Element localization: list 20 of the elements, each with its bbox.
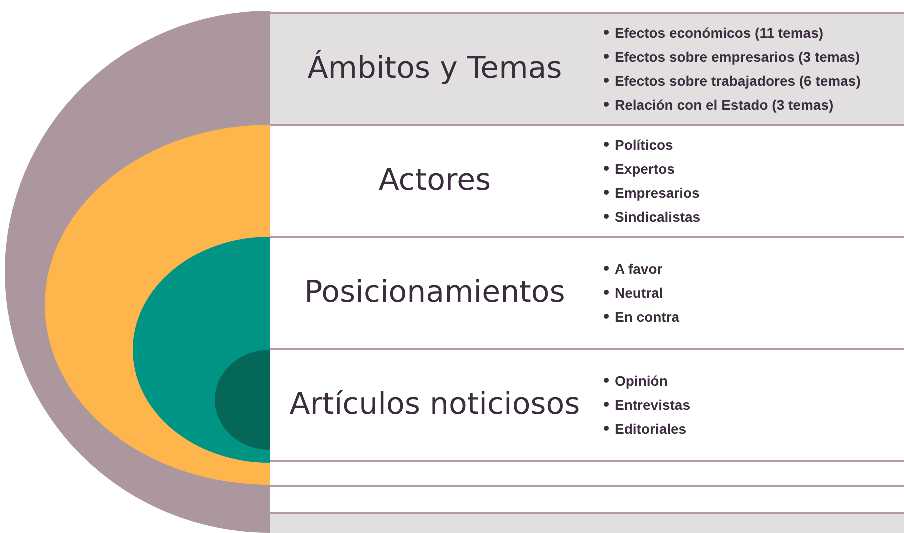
bullet-item: Sindicalistas (615, 209, 701, 225)
bullet-item: Políticos (615, 137, 674, 153)
bullet-item: Editoriales (615, 421, 687, 437)
bullet-item: A favor (615, 261, 663, 277)
bullet-item: Entrevistas (615, 397, 690, 413)
row-heading: Posicionamientos (304, 274, 566, 312)
bullet-item: Efectos económicos (11 temas) (615, 25, 824, 41)
bullet-item: Empresarios (615, 185, 700, 201)
category-row (270, 12, 904, 124)
bullet-item: Efectos sobre empresarios (3 temas) (615, 49, 860, 65)
bullet-item: En contra (615, 309, 680, 325)
bullet-item: Expertos (615, 161, 675, 177)
bullet-item: Relación con el Estado (3 temas) (615, 97, 834, 113)
bullet-item: Opinión (615, 373, 668, 389)
empty-row (270, 512, 904, 533)
row-heading: Artículos noticiosos (288, 386, 582, 424)
row-heading: Ámbitos y Temas (306, 49, 564, 88)
bullet-item: Neutral (615, 285, 664, 301)
row-heading: Actores (378, 162, 492, 200)
bullet-item: Efectos sobre trabajadores (6 temas) (615, 73, 861, 89)
